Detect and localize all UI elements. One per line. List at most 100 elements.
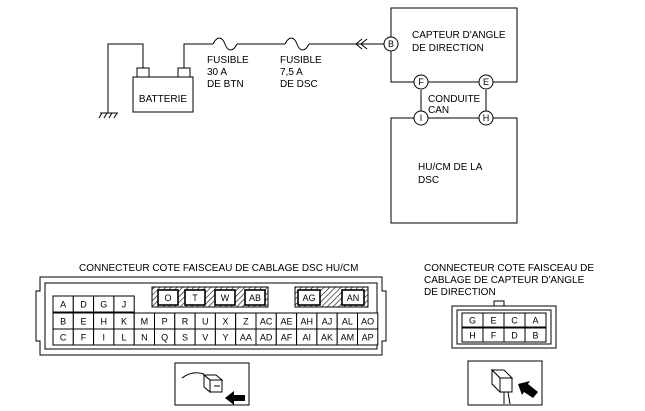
connector-pin: M [133, 312, 155, 330]
pin-label: X [223, 317, 229, 327]
svg-text:E: E [483, 77, 489, 87]
connector-pin: L [113, 328, 135, 346]
connector-pin: G [93, 295, 115, 313]
svg-text:B: B [388, 39, 394, 49]
connector-pin: AO [357, 312, 379, 330]
connector-pin: AK [316, 328, 338, 346]
connector-pin: AH [296, 312, 318, 330]
pin-label: AD [260, 333, 273, 343]
pin-label: AE [280, 317, 292, 327]
connector-pin: T [184, 289, 206, 306]
connector-pin: C [503, 312, 526, 328]
svg-text:CAPTEUR D'ANGLE: CAPTEUR D'ANGLE [412, 30, 506, 41]
pin-label: C [60, 333, 67, 343]
battery-label: BATTERIE [139, 94, 187, 105]
connector-pin: A [524, 312, 547, 328]
ground-wire [107, 43, 144, 113]
can-label: CONDUITE CAN [428, 94, 481, 116]
fuse-icon [212, 37, 238, 51]
terminal-f: F [413, 74, 429, 90]
svg-text:30 A: 30 A [207, 67, 227, 78]
svg-text:FUSIBLE: FUSIBLE [207, 55, 249, 66]
pin-label: I [102, 333, 105, 343]
pin-label: AN [347, 293, 360, 303]
pin-label: F [491, 331, 497, 341]
connector-pin: V [194, 328, 216, 346]
pin-label: AK [321, 333, 333, 343]
connector-pin: D [72, 295, 95, 313]
connector-pin: F [72, 328, 95, 346]
battery: BATTERIE [132, 67, 194, 113]
connector-pin: AG [297, 289, 321, 306]
pin-label: AJ [322, 317, 333, 327]
svg-text:CAN: CAN [428, 105, 449, 116]
pin-label: D [80, 300, 87, 310]
connector-pin: Y [214, 328, 237, 346]
connector-pin: AN [341, 289, 365, 306]
pin-label: AH [300, 317, 313, 327]
pin-label: AO [361, 317, 374, 327]
terminal-h: H [478, 110, 494, 126]
svg-text:FUSIBLE: FUSIBLE [280, 55, 322, 66]
pin-label: AG [302, 293, 315, 303]
connector-pin: R [174, 312, 196, 330]
connector-pin: E [482, 312, 505, 328]
pin-label: Y [223, 333, 229, 343]
connector-pin: U [194, 312, 216, 330]
pin-label: AC [260, 317, 273, 327]
connector-pin: F [482, 327, 505, 343]
pin-label: H [101, 317, 108, 327]
pin-label: N [141, 333, 148, 343]
pin-label: F [81, 333, 87, 343]
pin-label: AA [240, 333, 252, 343]
pin-label: AB [249, 293, 261, 303]
connector-pin: D [503, 327, 526, 343]
pin-label: AM [341, 333, 355, 343]
connector-pin: AE [275, 312, 298, 330]
connector-pin: AF [275, 328, 298, 346]
hu-cm-box [390, 117, 518, 224]
pin-label: O [164, 293, 171, 303]
connector-pin: Q [154, 328, 176, 346]
svg-text:CABLAGE DE CAPTEUR D'ANGLE: CABLAGE DE CAPTEUR D'ANGLE [424, 275, 585, 286]
pin-label: K [121, 317, 127, 327]
pin-label: E [490, 316, 496, 326]
pin-label: E [80, 317, 86, 327]
svg-text:DE DSC: DE DSC [280, 79, 318, 90]
steering-angle-sensor-box [390, 7, 518, 83]
connector-pin: I [93, 328, 115, 346]
connector-pin: G [461, 312, 484, 328]
sensor-connector-title: CONNECTEUR COTE FAISCEAU DE CABLAGE DE C… [424, 263, 594, 298]
pin-label: P [162, 317, 168, 327]
pin-label: H [469, 331, 476, 341]
fuse1-label: FUSIBLE 30 A DE BTN [207, 55, 249, 90]
connector-pin: W [214, 289, 236, 306]
connector-pin: AB [244, 289, 266, 306]
pin-label: D [511, 331, 518, 341]
connector-pin: B [52, 312, 74, 330]
pin-label: AI [302, 333, 311, 343]
connector-pin: AI [296, 328, 318, 346]
connector-pin: Z [235, 312, 257, 330]
svg-text:DE BTN: DE BTN [207, 79, 244, 90]
pin-label: R [182, 317, 189, 327]
connector-pin: AA [235, 328, 257, 346]
connector-pin: N [133, 328, 155, 346]
sensor-view-direction-icon [467, 360, 543, 406]
dsc-connector-title: CONNECTEUR COTE FAISCEAU DE CABLAGE DSC … [79, 263, 358, 274]
dsc-view-direction-icon [174, 362, 250, 406]
connector-pin: AJ [316, 312, 338, 330]
connector-pin: AD [255, 328, 277, 346]
svg-text:H: H [483, 113, 490, 123]
fuse2-label: FUSIBLE 7,5 A DE DSC [280, 55, 322, 90]
svg-text:7,5 A: 7,5 A [280, 67, 303, 78]
pin-label: M [141, 317, 149, 327]
pin-label: AF [281, 333, 293, 343]
connector-pin: K [113, 312, 135, 330]
connector-pin: O [157, 289, 179, 306]
pin-label: W [221, 293, 230, 303]
pin-label: B [60, 317, 66, 327]
